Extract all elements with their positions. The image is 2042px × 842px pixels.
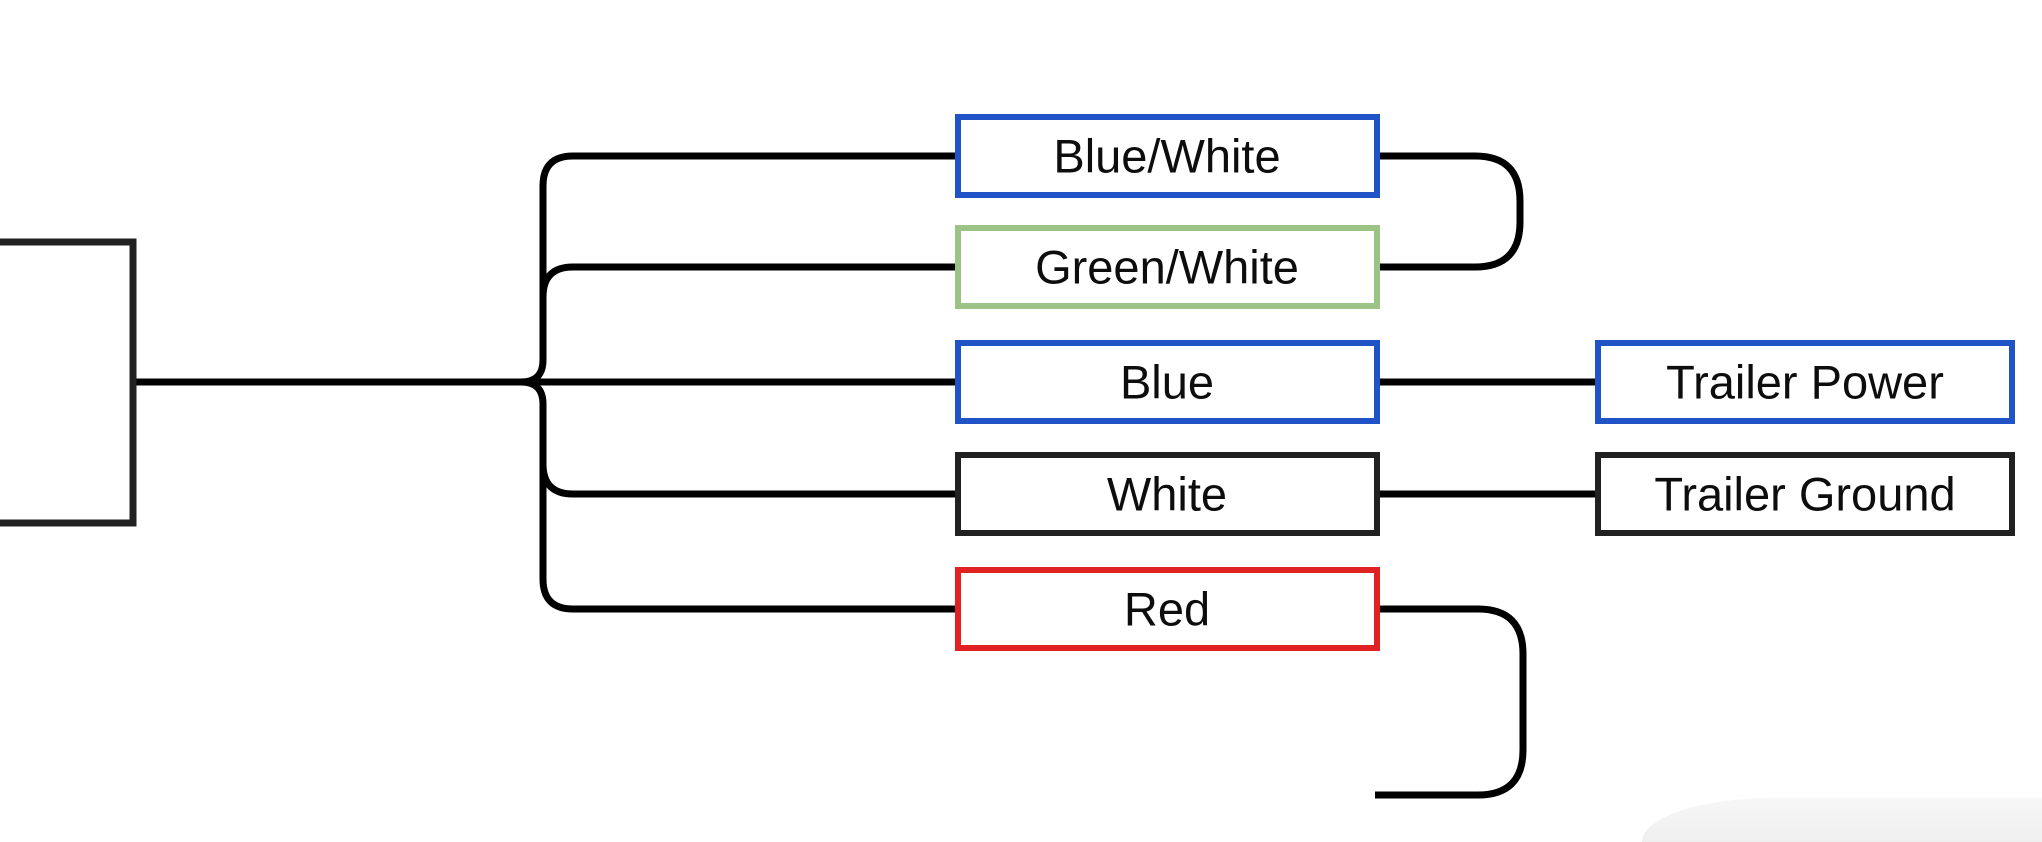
blue-white-label: Blue/White xyxy=(1053,130,1280,183)
wire-box-green-white: Green/White xyxy=(955,225,1380,309)
wire-box-white: White xyxy=(955,452,1380,536)
blue-box xyxy=(955,340,1380,424)
red-label: Red xyxy=(1124,583,1210,636)
green-white-label: Green/White xyxy=(1035,241,1299,294)
wire-red-tail xyxy=(1375,605,1527,799)
trailer-power-label: Trailer Power xyxy=(1666,356,1944,409)
wire-box-blue: Blue xyxy=(955,340,1380,424)
red-box xyxy=(955,567,1380,651)
white-box xyxy=(955,452,1380,536)
blue-white-box xyxy=(955,114,1380,198)
wire-branch-green-white xyxy=(539,263,958,298)
target-box-trailer-power: Trailer Power xyxy=(1595,340,2015,424)
source-connector-box xyxy=(0,238,137,527)
white-label: White xyxy=(1107,468,1227,521)
wire-branch-white xyxy=(539,463,958,498)
trailer-ground-box xyxy=(1595,452,2015,536)
trailer-ground-label: Trailer Ground xyxy=(1654,468,1955,521)
wire-branch-blue-white xyxy=(520,152,958,386)
wires xyxy=(133,152,1598,799)
wire-branch-red xyxy=(520,378,958,613)
wire-loop-bluewhite-greenwhite xyxy=(1377,152,1524,271)
green-white-box xyxy=(955,225,1380,309)
blue-label: Blue xyxy=(1120,356,1214,409)
target-box-trailer-ground: Trailer Ground xyxy=(1595,452,2015,536)
screen-corner-shade xyxy=(1642,798,2042,842)
wire-box-red: Red xyxy=(955,567,1380,651)
trailer-power-box xyxy=(1595,340,2015,424)
wire-box-blue-white: Blue/White xyxy=(955,114,1380,198)
